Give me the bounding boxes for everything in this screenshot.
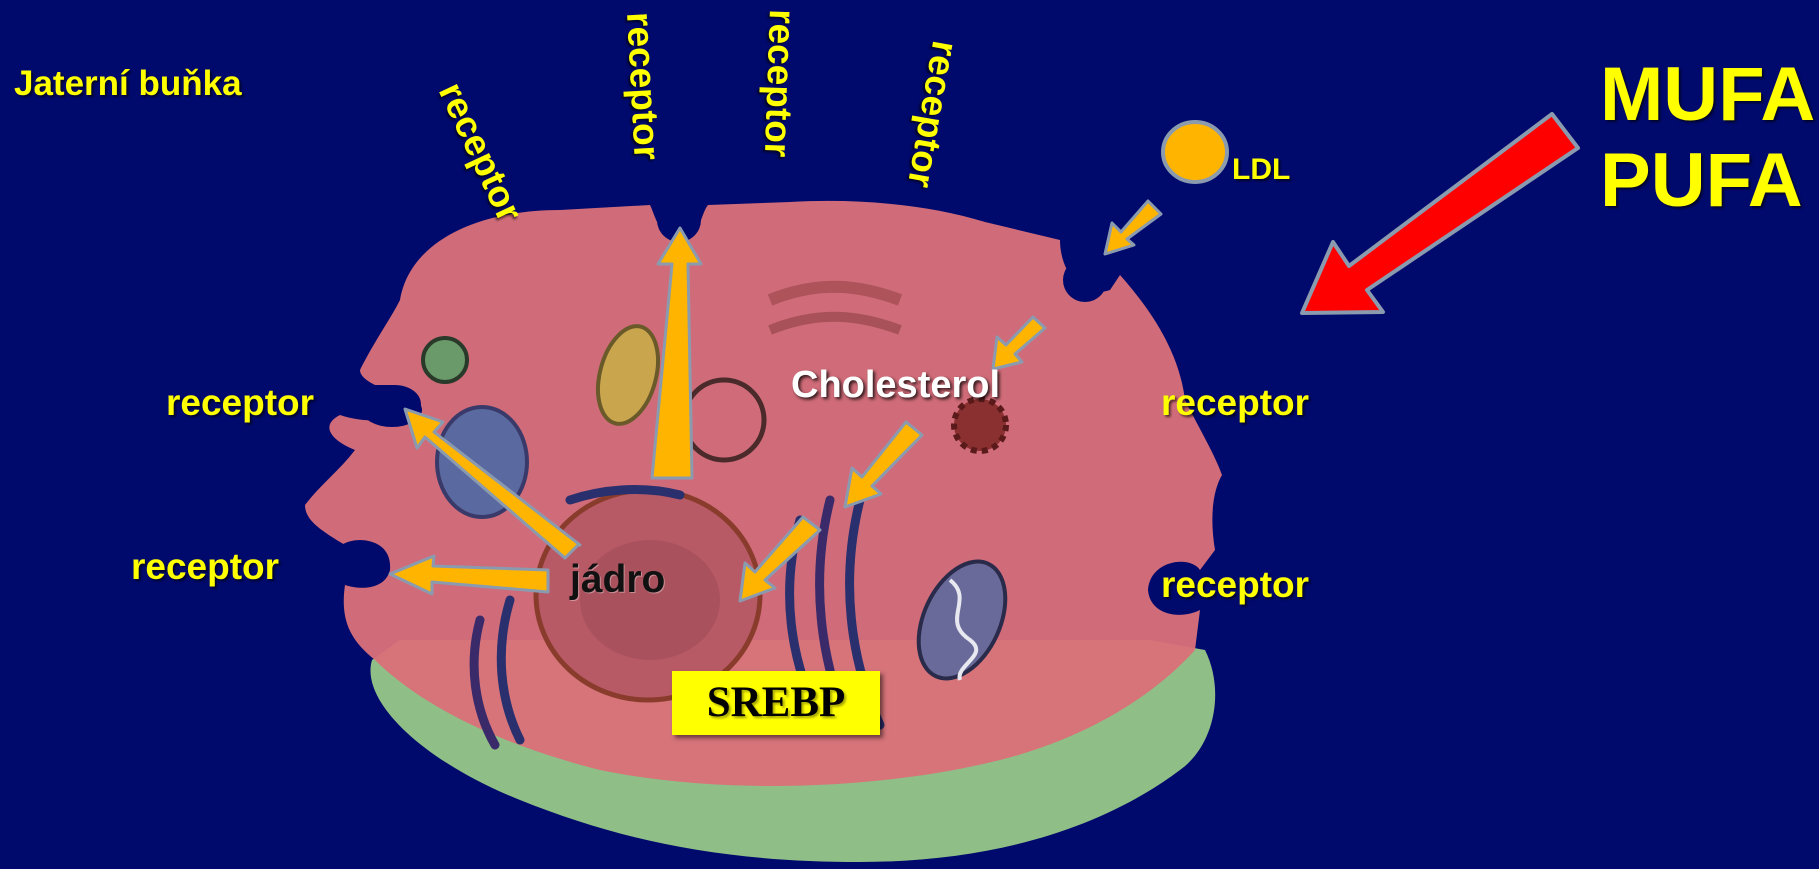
receptor-label: receptor xyxy=(1161,564,1309,606)
lysosome xyxy=(423,338,467,382)
ldl-particle-icon xyxy=(1163,122,1227,182)
fatty-acid-arrow-icon xyxy=(1302,114,1578,313)
cholesterol-label: Cholesterol xyxy=(791,364,1000,407)
receptor-label: receptor xyxy=(618,11,668,161)
nucleus-label: jádro xyxy=(570,558,665,602)
receptor-label: receptor xyxy=(131,546,279,588)
srebp-box: SREBP xyxy=(672,671,880,735)
fatty-acid-label: MUFA PUFA xyxy=(1600,52,1815,224)
pufa-label: PUFA xyxy=(1600,138,1815,224)
ldl-label: LDL xyxy=(1232,153,1290,187)
mufa-label: MUFA xyxy=(1600,52,1815,138)
receptor-label: receptor xyxy=(756,9,803,158)
receptor-label: receptor xyxy=(1161,382,1309,424)
srebp-label: SREBP xyxy=(672,671,880,735)
transport-arrow-icon xyxy=(1105,201,1161,254)
receptor-label: receptor xyxy=(166,382,314,424)
slide-title: Jaterní buňka xyxy=(14,64,242,104)
